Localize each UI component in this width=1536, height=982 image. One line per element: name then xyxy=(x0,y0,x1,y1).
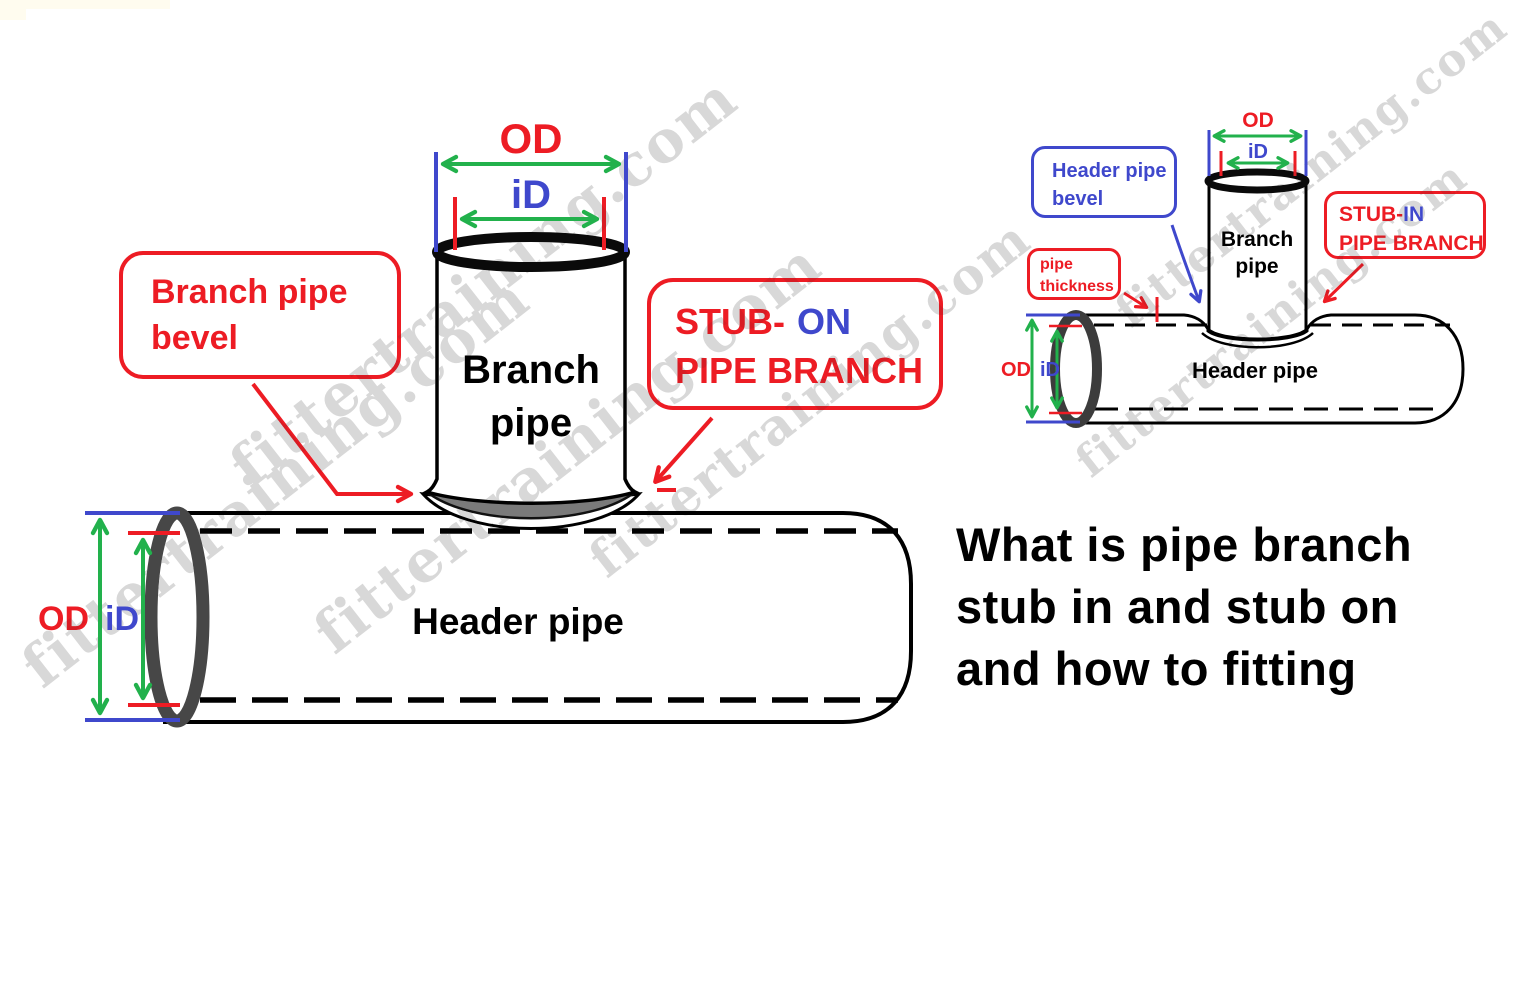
branch-pipe-label-line1: Branch xyxy=(1220,228,1294,251)
branch-pipe-label-line2: pipe xyxy=(1235,255,1279,278)
stub-in-leader-arrow xyxy=(1322,262,1365,304)
header-id-label: iD xyxy=(105,600,139,638)
thickness-leader-arrow xyxy=(1123,291,1149,310)
stub-on-suffix: ON xyxy=(797,301,851,342)
header-pipe-end-ring xyxy=(144,506,210,728)
stub-on-diagram xyxy=(85,152,913,728)
header-id-label: iD xyxy=(1040,359,1060,381)
branch-id-label: iD xyxy=(1248,141,1268,163)
stub-on-prefix: STUB- xyxy=(675,301,785,342)
branch-pipe-label-line2: pipe xyxy=(489,401,573,445)
header-bevel-callout: Header pipe bevel xyxy=(1031,146,1177,218)
branch-pipe-body xyxy=(422,250,640,505)
branch-id-label: iD xyxy=(511,173,551,217)
pipe-thickness-callout-line2: thickness xyxy=(1040,278,1114,295)
branch-bevel-callout-line1: Branch pipe xyxy=(151,273,348,311)
branch-bevel-callout-line2: bevel xyxy=(151,319,238,357)
branch-od-label: OD xyxy=(499,115,563,162)
branch-pipe-top-ring xyxy=(1204,168,1310,194)
stub-in-suffix: IN xyxy=(1403,203,1425,226)
header-pipe-label: Header pipe xyxy=(1192,358,1318,383)
stub-on-leader-arrow xyxy=(653,416,714,484)
header-od-label: OD xyxy=(1001,359,1031,381)
header-pipe-end-ring xyxy=(1050,310,1102,428)
caption-line1: What is pipe branch xyxy=(956,518,1413,571)
header-bevel-callout-line1: Header pipe xyxy=(1052,160,1167,182)
branch-bevel-callout: Branch pipe bevel xyxy=(119,251,401,379)
pipe-thickness-callout: pipe thickness xyxy=(1027,248,1121,300)
page-caption: What is pipe branch stub in and stub on … xyxy=(956,514,1412,700)
cream-patch xyxy=(0,0,26,20)
pipe-thickness-callout-line1: pipe xyxy=(1040,256,1073,273)
cream-patch xyxy=(0,0,170,9)
stub-on-callout: STUB- ON PIPE BRANCH xyxy=(647,278,943,410)
branch-pipe-label-line1: Branch xyxy=(462,348,600,392)
stub-in-callout-line2: PIPE BRANCH xyxy=(1339,232,1484,255)
caption-line2: stub in and stub on xyxy=(956,580,1399,633)
header-pipe-label: Header pipe xyxy=(412,601,624,642)
stub-in-callout: STUB-IN PIPE BRANCH xyxy=(1324,191,1486,259)
header-bevel-callout-line2: bevel xyxy=(1052,188,1104,210)
stub-in-diagram xyxy=(1025,129,1465,428)
stub-on-callout-line2: PIPE BRANCH xyxy=(675,350,924,391)
caption-line3: and how to fitting xyxy=(956,642,1357,695)
branch-od-label: OD xyxy=(1242,109,1274,132)
stub-on-callout-line1: STUB- ON xyxy=(675,297,939,346)
bevel-leader-arrow xyxy=(251,382,414,504)
branch-hole-edge xyxy=(1201,332,1314,349)
header-bevel-leader-arrow xyxy=(1170,224,1203,304)
stub-in-callout-line1: STUB-IN xyxy=(1339,200,1483,229)
header-od-label: OD xyxy=(38,600,89,638)
branch-pipe-top-ring xyxy=(432,232,630,272)
branch-pipe-body xyxy=(1207,179,1308,341)
stub-in-prefix: STUB- xyxy=(1339,203,1404,226)
header-pipe-body xyxy=(163,511,913,724)
